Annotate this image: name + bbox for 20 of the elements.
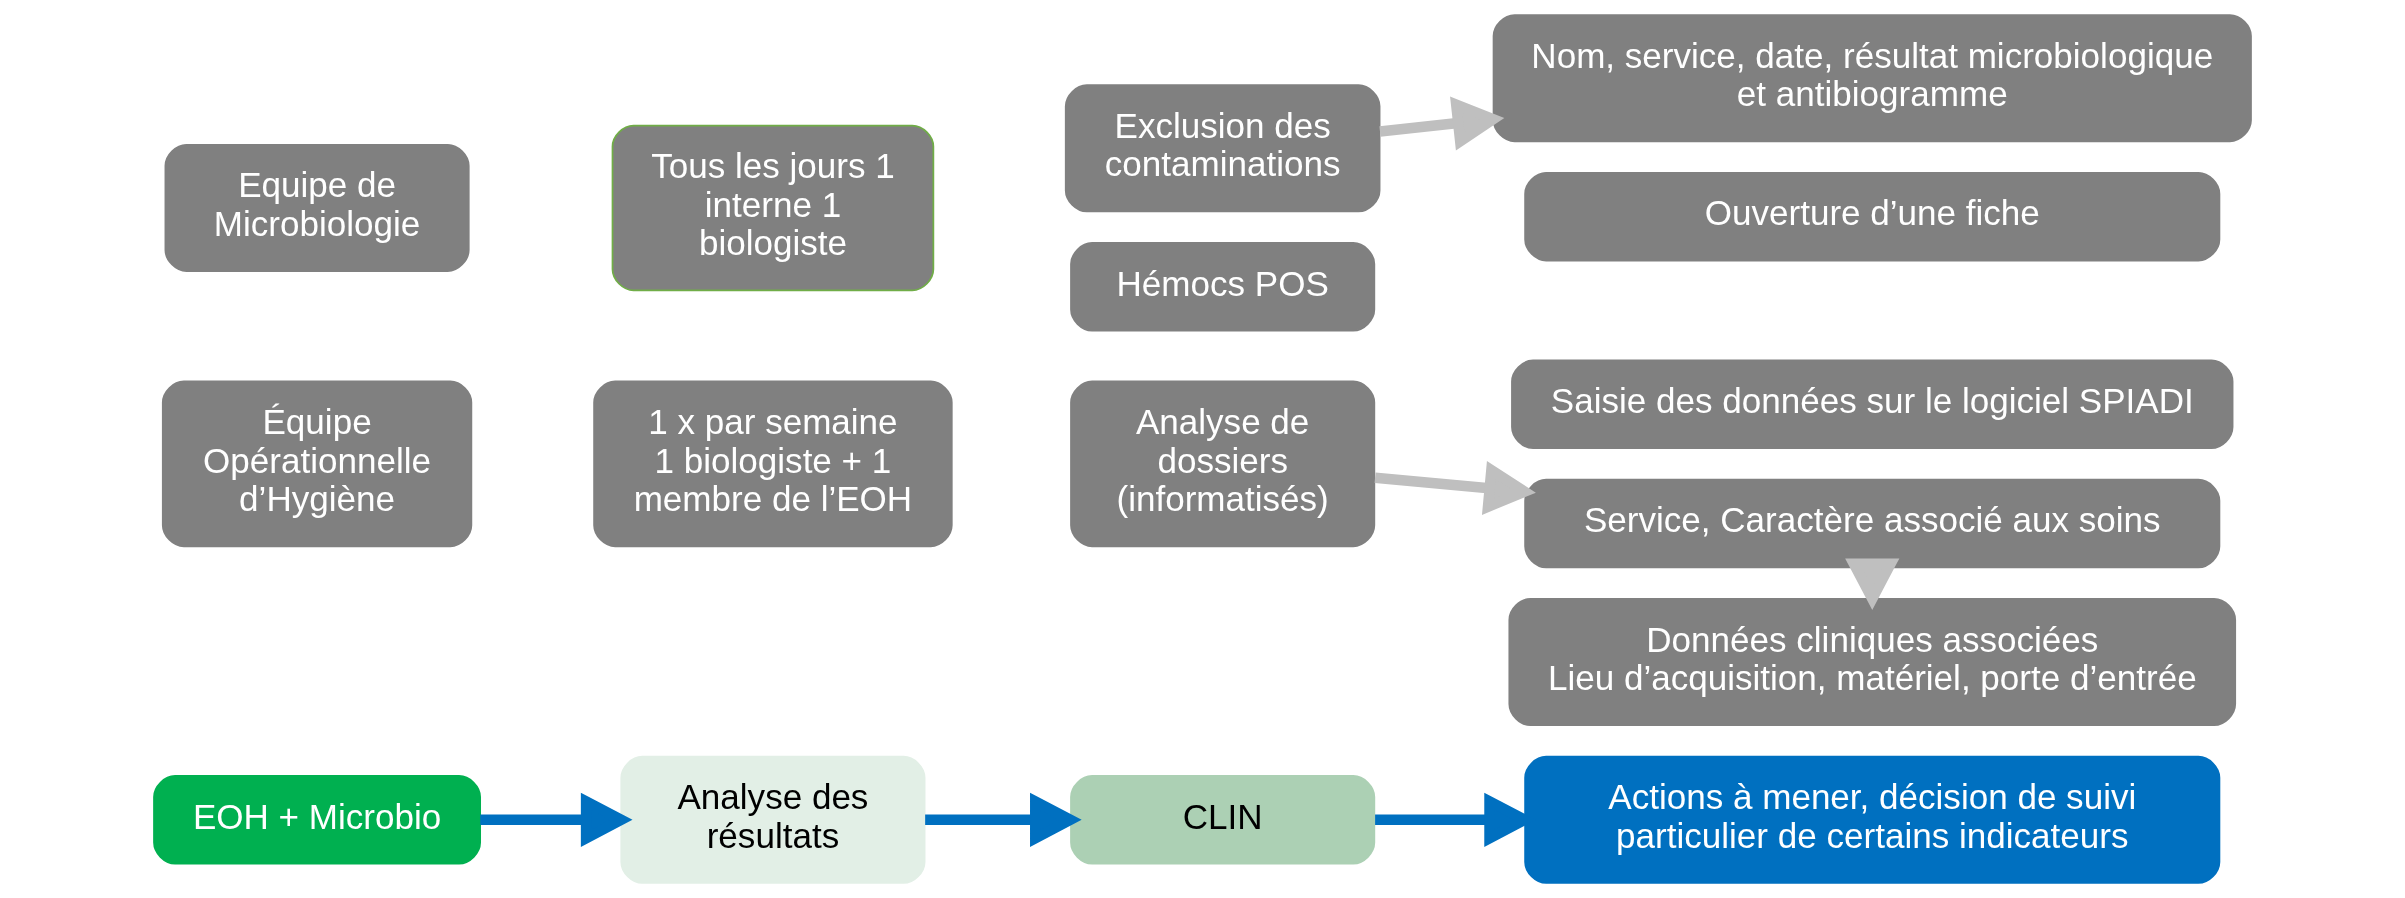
arrow <box>1374 460 1536 515</box>
node-box: Ouverture d’une fiche <box>1524 171 2221 262</box>
node-box: 1 x par semaine 1 biologiste + 1 membre de l’EOH <box>593 380 953 548</box>
node-box: CLIN <box>1070 775 1376 865</box>
node-box: Hémocs POS <box>1070 242 1376 332</box>
node-box: Tous les jours 1 interne 1 biologiste <box>611 124 935 292</box>
node-box: Équipe Opérationnelle d’Hygiène <box>161 380 473 548</box>
node-box: Analyse des résultats <box>620 755 926 884</box>
node-box: Actions à mener, décision de suivi particulier de certains indicateurs <box>1524 755 2221 884</box>
node-box: Nom, service, date, résultat microbiologique et antibiogramme <box>1492 14 2252 143</box>
node-box: Saisie des données sur le logiciel SPIADI <box>1511 359 2234 449</box>
node-box: Equipe de Microbiologie <box>164 143 470 272</box>
node-box: EOH + Microbio <box>153 775 481 865</box>
arrow <box>925 792 1082 847</box>
node-box: Données cliniques associées Lieu d’acquisition, matériel, porte d’entrée <box>1508 598 2237 727</box>
node-box: Exclusion des contaminations <box>1064 84 1381 213</box>
arrow <box>1845 558 1900 611</box>
arrow <box>480 792 633 847</box>
node-box: Analyse de dossiers (informatisés) <box>1070 380 1376 548</box>
arrow <box>1379 96 1505 151</box>
